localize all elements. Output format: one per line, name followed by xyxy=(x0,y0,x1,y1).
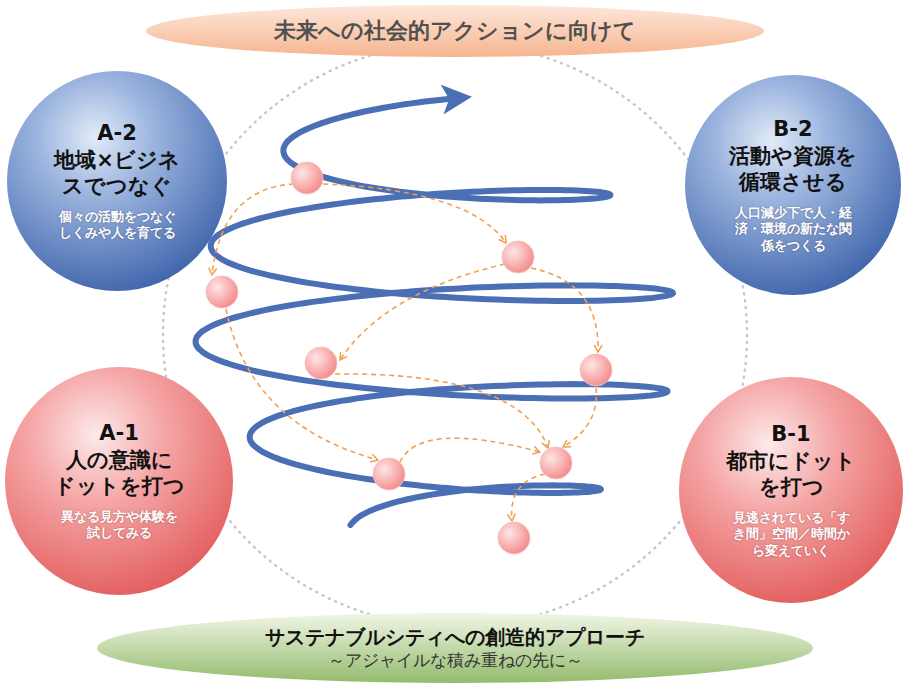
circle-number: A-1 xyxy=(99,420,139,446)
circle-heading: 都市にドットを打つ xyxy=(726,448,856,501)
text-line: 異なる見方や体験を xyxy=(61,509,178,525)
text-line: ら変えていく xyxy=(733,543,850,559)
text-line: 地域×ビジネ xyxy=(54,147,180,173)
pink-circle: B-1都市にドットを打つ見逃されている「すき間」空間／時間から変えていく xyxy=(678,376,904,604)
band-heading: サステナブルシティへの創造的アプローチ xyxy=(265,625,645,650)
band-subtitle: ～アジャイルな積み重ねの先に～ xyxy=(328,650,583,671)
circle-body: 個々の活動をつなぐしくみや人を育てる xyxy=(59,209,176,242)
node-content: サステナブルシティへの創造的アプローチ～アジャイルな積み重ねの先に～ xyxy=(96,612,814,684)
circle-body: 異なる見方や体験を試してみる xyxy=(61,509,178,542)
text-line: 済・環境の新たな関 xyxy=(735,221,852,237)
node-content: B-1都市にドットを打つ見逃されている「すき間」空間／時間から変えていく xyxy=(678,376,904,604)
node-content: B-2活動や資源を循環させる人口減少下で人・経済・環境の新たな関係をつくる xyxy=(684,74,902,296)
circle-number: A-2 xyxy=(97,120,137,146)
text-line: しくみや人を育てる xyxy=(59,225,176,241)
text-line: を打つ xyxy=(726,474,856,500)
text-line: 都市にドット xyxy=(726,448,856,474)
node-content: A-1人の意識にドットを打つ異なる見方や体験を試してみる xyxy=(4,366,234,596)
text-line: 個々の活動をつなぐ xyxy=(59,209,176,225)
text-line: 係をつくる xyxy=(735,238,852,254)
circle-number: B-1 xyxy=(771,421,810,447)
circle-heading: 活動や資源を循環させる xyxy=(729,143,857,196)
pink-circle: A-1人の意識にドットを打つ異なる見方や体験を試してみる xyxy=(4,366,234,596)
text-line: 循環させる xyxy=(729,169,857,195)
text-line: 活動や資源を xyxy=(729,143,857,169)
approach-band: サステナブルシティへの創造的アプローチ～アジャイルな積み重ねの先に～ xyxy=(96,612,814,684)
circle-body: 見逃されている「すき間」空間／時間から変えていく xyxy=(733,510,850,559)
text-line: き間」空間／時間か xyxy=(733,526,850,542)
node-content: 未来への社会的アクションに向けて xyxy=(145,4,765,58)
band-title: 未来への社会的アクションに向けて xyxy=(274,17,636,45)
circle-heading: 人の意識にドットを打つ xyxy=(54,447,185,500)
text-line: 人の意識に xyxy=(54,447,185,473)
circle-heading: 地域×ビジネスでつなぐ xyxy=(54,147,180,200)
blue-circle: A-2地域×ビジネスでつなぐ個々の活動をつなぐしくみや人を育てる xyxy=(6,70,228,292)
circle-number: B-2 xyxy=(773,116,812,142)
circle-body: 人口減少下で人・経済・環境の新たな関係をつくる xyxy=(735,205,852,254)
node-content: A-2地域×ビジネスでつなぐ個々の活動をつなぐしくみや人を育てる xyxy=(6,70,228,292)
text-line: ドットを打つ xyxy=(54,473,185,499)
text-line: 人口減少下で人・経 xyxy=(735,205,852,221)
title-band: 未来への社会的アクションに向けて xyxy=(145,4,765,58)
text-line: スでつなぐ xyxy=(54,173,180,199)
blue-circle: B-2活動や資源を循環させる人口減少下で人・経済・環境の新たな関係をつくる xyxy=(684,74,902,296)
text-line: 試してみる xyxy=(61,525,178,541)
text-line: 見逃されている「す xyxy=(733,510,850,526)
